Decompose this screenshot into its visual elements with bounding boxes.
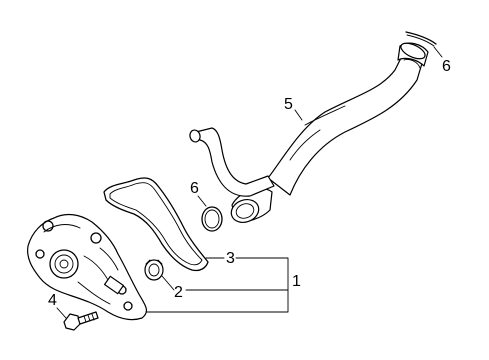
pump-gasket	[144, 259, 164, 281]
o-ring-large	[201, 206, 223, 232]
callout-5: 5	[284, 96, 293, 113]
callout-1: 1	[292, 273, 301, 290]
callout-3: 3	[226, 250, 235, 267]
water-pump	[27, 213, 148, 321]
callout-2: 2	[174, 284, 183, 301]
bolt	[63, 311, 99, 331]
o-ring-small	[405, 31, 437, 47]
leader-lines	[56, 46, 443, 319]
callout-6-ring: 6	[442, 58, 451, 75]
housing-gasket	[103, 177, 209, 272]
callout-6-oring: 6	[190, 180, 199, 197]
coolant-pipe	[189, 42, 429, 223]
callout-4: 4	[48, 292, 57, 309]
